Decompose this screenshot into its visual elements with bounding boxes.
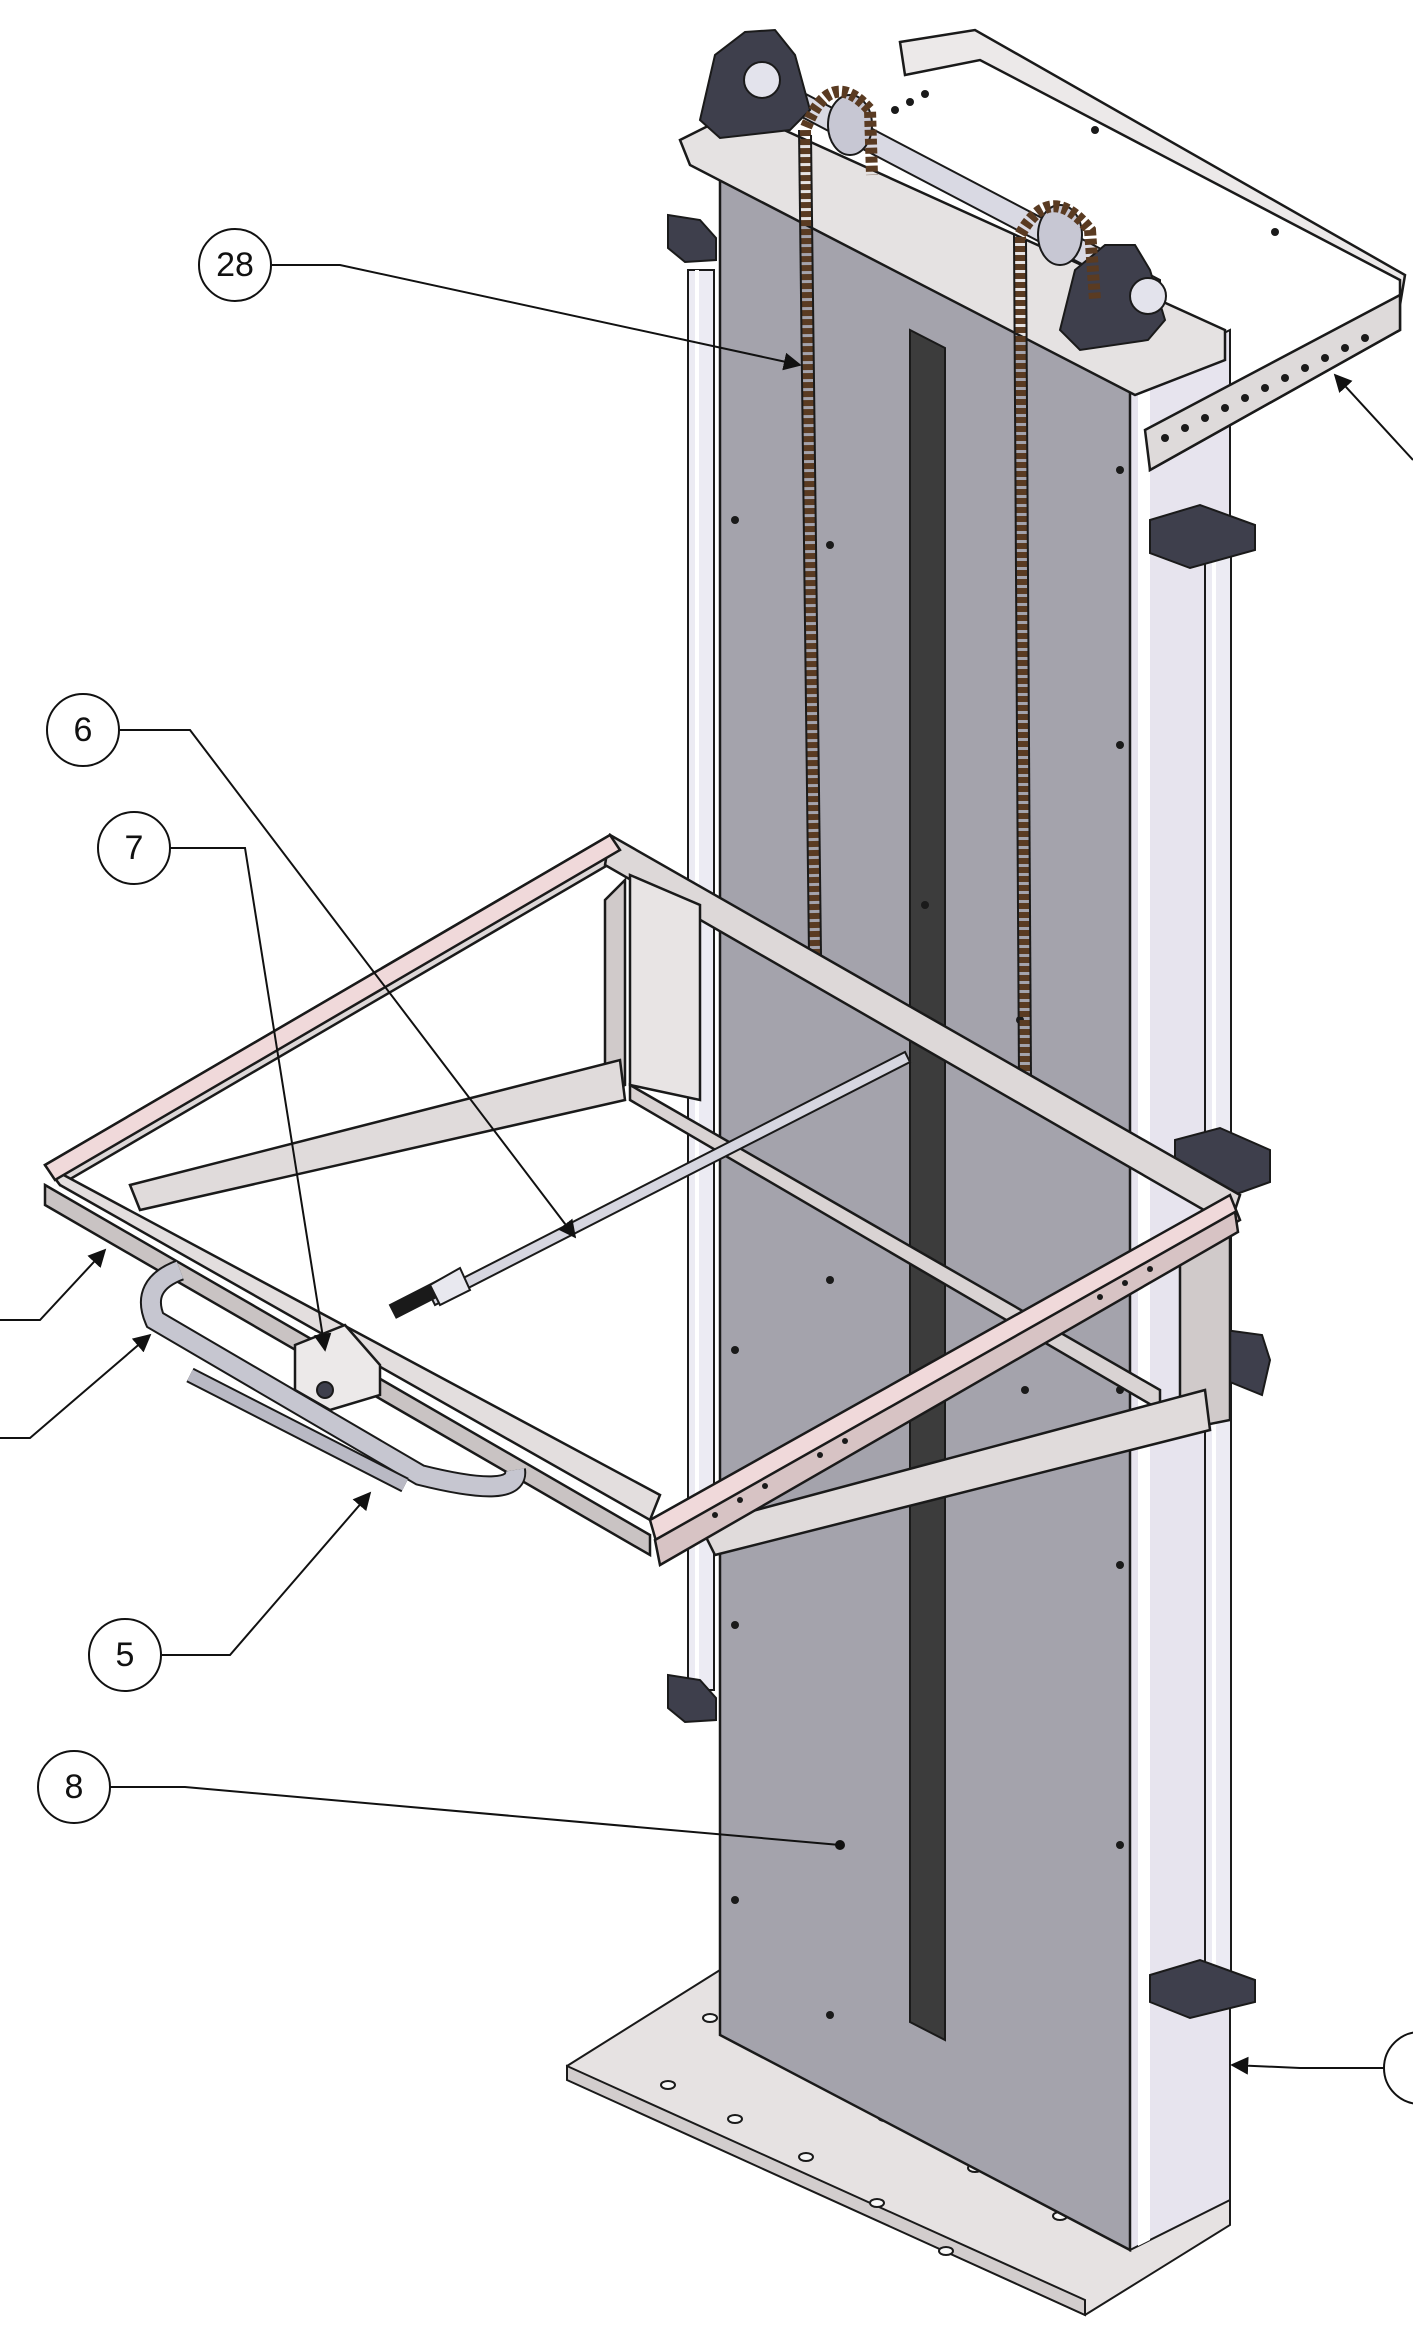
- handle: [140, 1259, 527, 1498]
- drive-shaft: [698, 28, 1167, 352]
- callout-8-label: 8: [65, 1768, 84, 1806]
- leader-lines: [0, 264, 1413, 2075]
- callout-right-edge: [1383, 2031, 1413, 2105]
- panel-bolts: [731, 466, 1124, 2019]
- callout-28: 28: [198, 228, 272, 302]
- callout-8: 8: [37, 1750, 111, 1824]
- callout-7-label: 7: [125, 829, 144, 867]
- callout-6: 6: [46, 693, 120, 767]
- callout-6-label: 6: [74, 711, 93, 749]
- drive-chains-outline: [798, 129, 1032, 1081]
- leader-dot-8: [835, 1840, 845, 1850]
- top-bracket-holes: [891, 90, 1369, 442]
- drive-chains: [798, 85, 1101, 1081]
- callout-5: 5: [88, 1618, 162, 1692]
- slide-holes: [712, 1266, 1153, 1518]
- lock-rod: [388, 1050, 912, 1319]
- callout-7: 7: [97, 811, 171, 885]
- tube-bearings: [667, 213, 1272, 2020]
- carriage-frame: [43, 833, 1242, 1567]
- main-panel: [718, 157, 1132, 2253]
- callout-5-label: 5: [116, 1636, 135, 1674]
- callout-28-label: 28: [216, 246, 254, 284]
